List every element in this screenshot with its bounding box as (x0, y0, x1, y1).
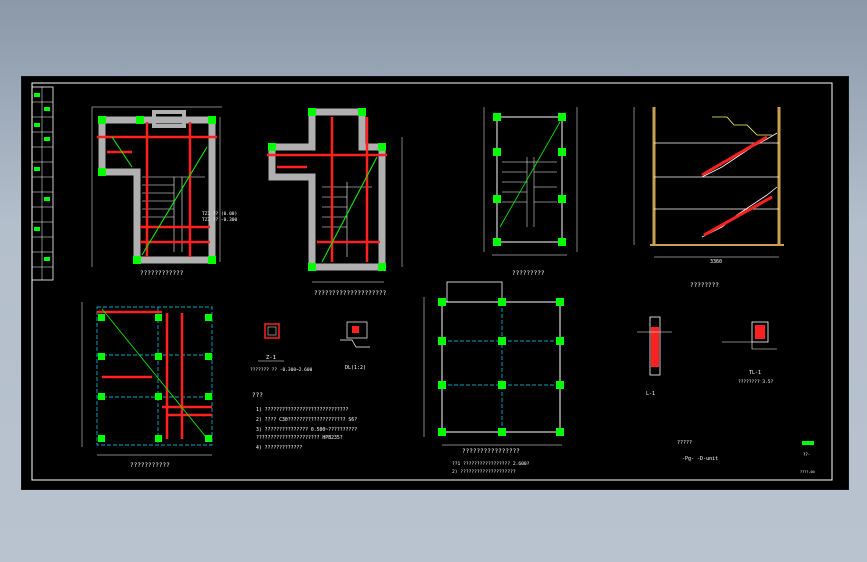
note-4: ?????????????????????? HPB235? (256, 435, 343, 441)
beam-note-1: ??1 ????????????????? 2.600? (452, 461, 530, 467)
note-1: 1) ????????????????????????????? (256, 407, 349, 413)
notes-title: ??? (252, 392, 263, 399)
plan-3-title: ????????? (512, 270, 545, 277)
foundation-plan[interactable]: ??????????? (81, 302, 213, 469)
column-detail-z1[interactable]: Z-1 ??????? ?? -0.300~2.600 (250, 323, 313, 373)
z1-note: ??????? ?? -0.300~2.600 (250, 367, 313, 373)
legend: ????? -Pg- -D-unit ??- ????-04 (677, 440, 815, 474)
plan-1-title: ???????????? (140, 270, 184, 277)
beam-plan-title: ???????????????? (462, 448, 520, 455)
general-notes: ??? 1) ????????????????????????????? 2) … (252, 392, 357, 451)
title-strip-marks (34, 93, 50, 261)
dl-label: DL(1:2) (345, 365, 366, 371)
section-title: ???????? (690, 282, 719, 289)
note-3: 3) ??????????????? 0.500~?????????? (256, 427, 357, 433)
stair-plan-3[interactable]: ????????? (483, 107, 578, 277)
footer-label: ????-04 (800, 470, 815, 474)
title-strip-cells (32, 87, 53, 280)
plan-1-tz1-elev: TZ1 ?? -0.300 (202, 217, 238, 223)
sheet-no: ??- (803, 452, 810, 457)
l1-detail[interactable]: L-1 (637, 316, 672, 397)
frame-border (31, 82, 833, 481)
legend-note: -Pg- -D-unit (682, 456, 718, 462)
drawing-sheet: TZ1 ?? (0.00) TZ1 ?? -0.300 ????????????… (31, 82, 833, 481)
tl1-note: ???????? 3.5? (738, 379, 774, 385)
plan-2-title: ???????????????????? (314, 290, 387, 297)
beam-plan[interactable]: ???????????????? ??1 ????????????????? 2… (423, 281, 564, 475)
tl1-caption: TL-1 (749, 370, 761, 376)
stair-plan-2[interactable]: ???????????????????? (267, 108, 403, 297)
z1-label: Z-1 (266, 355, 276, 361)
stair-plan-1[interactable]: TZ1 ?? (0.00) TZ1 ?? -0.300 ???????????? (91, 106, 238, 277)
section-dim-label: 3360 (710, 259, 722, 265)
foundation-title: ??????????? (130, 462, 170, 469)
dl-detail[interactable]: DL(1:2) (340, 321, 370, 371)
note-5: 4) ????????????? (256, 445, 302, 451)
l1-label: L-1 (646, 391, 655, 397)
cad-model-viewport[interactable]: TZ1 ?? (0.00) TZ1 ?? -0.300 ????????????… (21, 76, 849, 490)
legend-title: ????? (677, 440, 692, 446)
stair-section[interactable]: 3360 ???????? (633, 107, 784, 289)
plan-1-tz1-label: TZ1 ?? (0.00) (202, 211, 237, 217)
beam-note-2: 2) ???????????????????? (452, 469, 516, 475)
title-strip (31, 86, 54, 281)
note-2: 2) ???? C30???????????????????? S6? (256, 417, 357, 423)
tl1-detail[interactable]: TL-1 ???????? 3.5? (722, 321, 777, 385)
